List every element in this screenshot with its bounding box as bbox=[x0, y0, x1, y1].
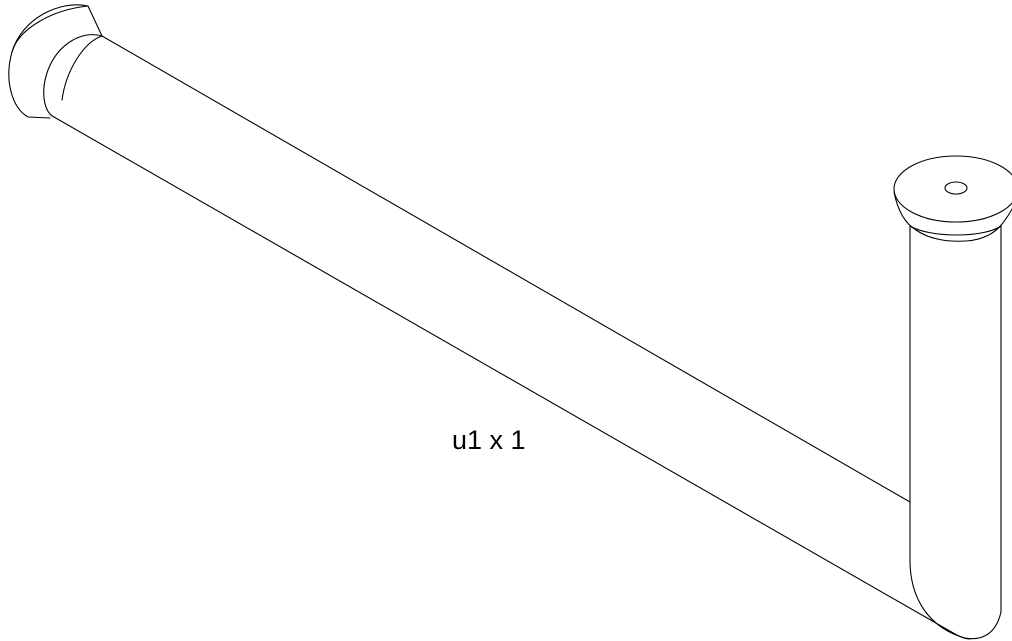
left-tube-end-back bbox=[61, 35, 103, 101]
tube-bottom-edge bbox=[53, 116, 956, 635]
top-cap-joint bbox=[909, 225, 1002, 236]
left-flange-rim bbox=[87, 5, 103, 37]
left-flange bbox=[8, 4, 103, 119]
part-label: u1 x 1 bbox=[452, 425, 526, 455]
top-cap-hole bbox=[944, 181, 968, 195]
tube-top-edge bbox=[101, 35, 911, 503]
elbow-inner bbox=[954, 633, 971, 640]
top-cap-skirt bbox=[893, 191, 1012, 242]
left-tube-end bbox=[43, 34, 103, 118]
top-cap bbox=[893, 155, 1012, 242]
elbow-curve bbox=[909, 559, 1002, 640]
vertical-tube bbox=[909, 225, 1002, 640]
left-tube-end-ellipse bbox=[43, 34, 103, 118]
top-cap-face bbox=[893, 155, 1012, 223]
diagonal-tube bbox=[53, 35, 956, 635]
left-flange-face bbox=[11, 5, 89, 53]
left-flange-outer bbox=[8, 4, 89, 119]
